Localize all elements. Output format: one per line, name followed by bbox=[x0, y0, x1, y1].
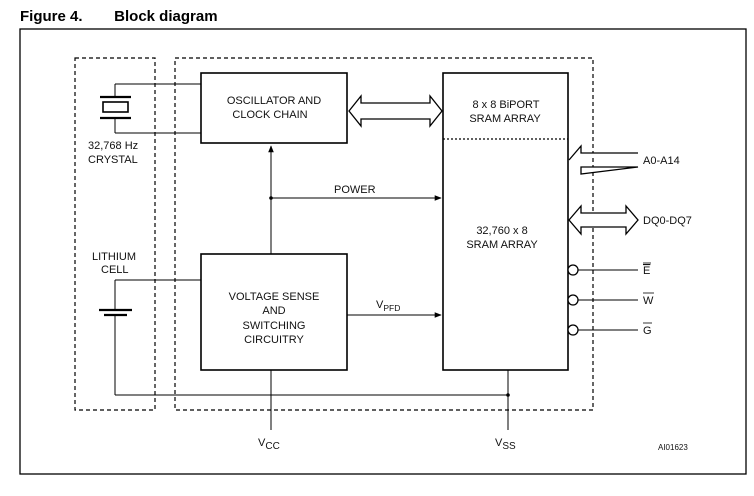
vss-label-sub: SS bbox=[502, 441, 516, 452]
voltage-sense-label-line2: AND bbox=[262, 305, 285, 317]
voltage-sense-label-line3: SWITCHING bbox=[243, 320, 306, 332]
oscillator-label-line1: OSCILLATOR AND bbox=[227, 95, 321, 107]
vss-label-main: V bbox=[495, 437, 503, 449]
vpfd-label-sub: PFD bbox=[383, 303, 400, 313]
address-bus-arrow bbox=[568, 144, 639, 175]
vcc-label-main: V bbox=[258, 437, 266, 449]
figure-reference-code: AI01623 bbox=[658, 443, 688, 452]
crystal-label-line2: CRYSTAL bbox=[88, 154, 138, 166]
output-enable-label: G bbox=[643, 325, 652, 337]
vpfd-label-main: V bbox=[376, 299, 384, 311]
output-enable-pin bbox=[567, 324, 638, 336]
sram-block bbox=[442, 72, 569, 371]
voltage-sense-block bbox=[200, 253, 348, 371]
battery-label-line2: CELL bbox=[101, 264, 129, 276]
figure-caption: Figure 4. Block diagram bbox=[20, 8, 218, 25]
enable-pin bbox=[567, 264, 638, 276]
vpfd-label: VPFD bbox=[376, 299, 400, 313]
battery-label-line1: LITHIUM bbox=[92, 251, 136, 263]
vcc-label-sub: CC bbox=[265, 441, 279, 452]
write-label: W bbox=[643, 295, 654, 307]
biport-label-line2: SRAM ARRAY bbox=[469, 113, 541, 125]
voltage-sense-label-line1: VOLTAGE SENSE bbox=[229, 291, 320, 303]
oscillator-label-line2: CLOCK CHAIN bbox=[232, 109, 307, 121]
battery-icon bbox=[99, 279, 508, 396]
external-components-boundary bbox=[74, 57, 156, 411]
data-bus-label: DQ0-DQ7 bbox=[643, 215, 692, 227]
address-bus-label: A0-A14 bbox=[643, 155, 680, 167]
crystal-label-line1: 32,768 Hz bbox=[88, 140, 138, 152]
enable-label: E bbox=[643, 265, 650, 277]
figure-number: Figure 4. bbox=[20, 8, 83, 25]
power-label: POWER bbox=[334, 184, 376, 196]
figure-title: Block diagram bbox=[114, 8, 218, 25]
sram-label-line1: 32,760 x 8 bbox=[476, 225, 527, 237]
clock-bus-arrow bbox=[348, 94, 443, 128]
sram-label-line2: SRAM ARRAY bbox=[466, 239, 538, 251]
biport-label-line1: 8 x 8 BiPORT bbox=[472, 99, 539, 111]
data-bus-arrow bbox=[568, 204, 639, 236]
vss-junction bbox=[506, 393, 510, 397]
figure-frame bbox=[19, 28, 747, 475]
vss-label: VSS bbox=[495, 437, 516, 452]
vcc-label: VCC bbox=[258, 437, 280, 452]
crystal-icon bbox=[100, 83, 201, 134]
write-pin bbox=[567, 294, 638, 306]
oscillator-block bbox=[200, 72, 348, 144]
voltage-sense-label-line4: CIRCUITRY bbox=[244, 334, 304, 346]
